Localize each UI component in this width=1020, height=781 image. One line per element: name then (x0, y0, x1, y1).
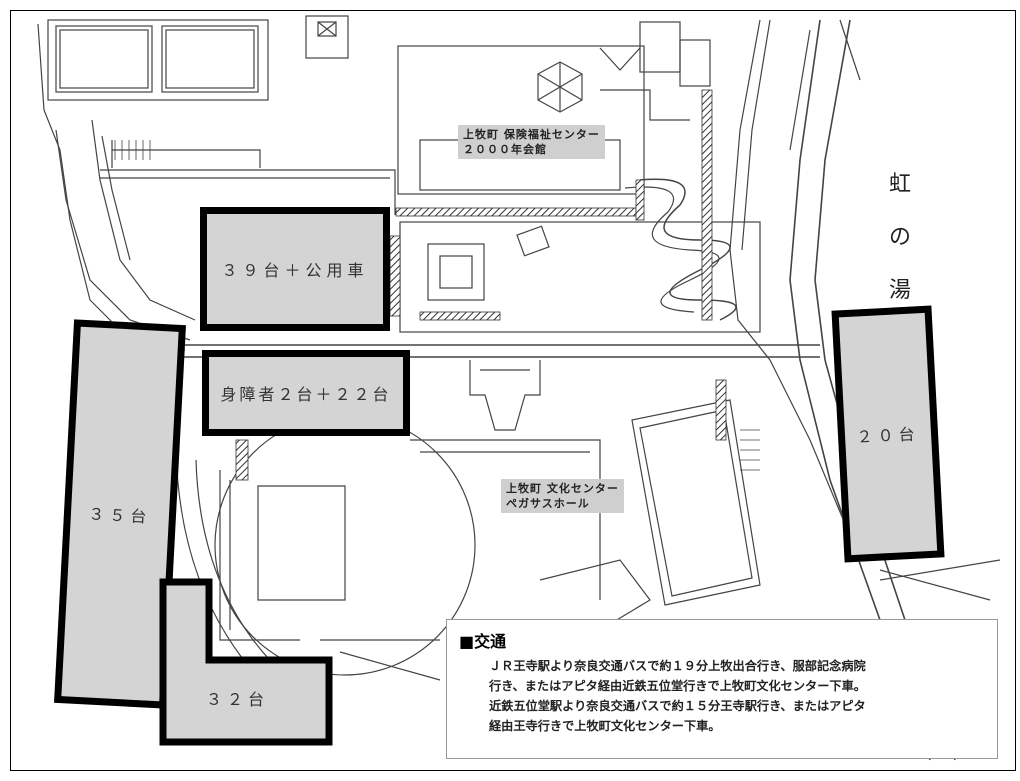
parking-lot-20-label: ２０台 (856, 424, 921, 447)
culture-center-name: 上牧町 文化センター (506, 482, 619, 495)
road-name-char-3: 湯 (888, 278, 911, 303)
road-name-char-1: 虹 (888, 172, 911, 197)
health-center-label: 上牧町 保険福祉センター ２０００年会館 (458, 125, 605, 159)
parking-lot-39-label: ３９台＋公用車 (221, 261, 369, 280)
parking-lot-disabled[interactable]: 身障者２台＋２２台 (202, 350, 410, 436)
sports-courts (47, 19, 269, 101)
health-center-building (305, 15, 711, 195)
transport-title: ■交通 (459, 632, 507, 651)
transport-info-box: ■交通 ＪＲ王寺駅より奈良交通バスで約１９分上牧出合行き、服部記念病院 行き、ま… (446, 619, 998, 759)
parking-lot-35-label: ３５台 (87, 504, 152, 527)
steps (114, 140, 760, 471)
parking-lot-39[interactable]: ３９台＋公用車 (200, 207, 390, 331)
parking-lot-32-label: ３２台 (206, 690, 270, 709)
health-center-hall: ２０００年会館 (463, 143, 547, 156)
retaining-walls (235, 89, 727, 481)
road-name-char-2: の (888, 225, 911, 250)
health-center-name: 上牧町 保険福祉センター (463, 128, 600, 141)
transport-line: ＪＲ王寺駅より奈良交通バスで約１９分上牧出合行き、服部記念病院 (489, 659, 866, 673)
transport-line: 経由王寺行きで上牧町文化センター下車。 (489, 719, 721, 733)
transport-body: ＪＲ王寺駅より奈良交通バスで約１９分上牧出合行き、服部記念病院 行き、またはアピ… (459, 656, 985, 736)
parking-lot-20[interactable]: ２０台 (831, 305, 945, 563)
transport-line: 行き、またはアピタ経由近鉄五位堂行きで上牧町文化センター下車。 (489, 679, 866, 693)
culture-center-hall: ペガサスホール (506, 497, 590, 510)
parking-lot-32[interactable] (159, 578, 339, 746)
transport-line: 近鉄五位堂駅より奈良交通バスで約１５分王寺駅行き、またはアピタ (489, 699, 866, 713)
parking-lot-disabled-label: 身障者２台＋２２台 (220, 385, 392, 404)
culture-center-label: 上牧町 文化センター ペガサスホール (501, 479, 624, 513)
